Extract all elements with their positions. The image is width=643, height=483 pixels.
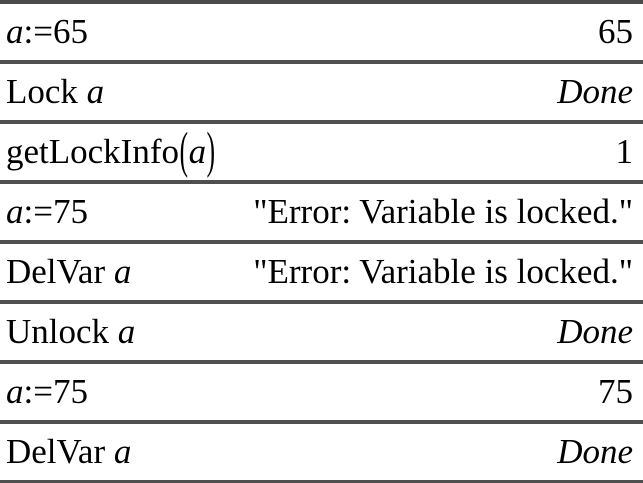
command-name: DelVar: [6, 252, 114, 291]
variable-name: a: [188, 132, 207, 171]
entry-result: Done: [557, 72, 633, 111]
function-name: getLockInfo: [6, 132, 179, 171]
history-entry[interactable]: DelVar a "Error: Variable is locked.": [0, 244, 643, 304]
variable-name: a: [113, 252, 132, 291]
command-name: DelVar: [6, 432, 114, 471]
variable-name: a: [6, 192, 24, 231]
variable-name: a: [6, 372, 24, 411]
assignment-expression: :=75: [23, 372, 88, 411]
open-paren: (: [179, 122, 189, 179]
history-entry[interactable]: a:=75 "Error: Variable is locked.": [0, 184, 643, 244]
history-entry[interactable]: getLockInfo(a) 1: [0, 122, 643, 184]
variable-name: a: [113, 432, 132, 471]
command-name: Lock: [6, 72, 87, 111]
command-name: Unlock: [6, 312, 118, 351]
entry-input: DelVar a: [6, 252, 131, 292]
entry-input: a:=65: [6, 12, 88, 52]
history-entry[interactable]: a:=65 65: [0, 4, 643, 64]
entry-result: Done: [557, 432, 633, 471]
entry-input: Unlock a: [6, 312, 135, 352]
entry-result: Done: [557, 312, 633, 351]
history-entry[interactable]: DelVar a Done: [0, 424, 643, 483]
entry-input: a:=75: [6, 192, 88, 232]
close-paren: ): [206, 122, 216, 179]
entry-input: DelVar a: [6, 432, 131, 472]
entry-result-error: "Error: Variable is locked.": [253, 192, 633, 231]
variable-name: a: [86, 72, 105, 111]
history-entry[interactable]: Lock a Done: [0, 64, 643, 124]
entry-result: 75: [598, 372, 633, 411]
history-entry[interactable]: a:=75 75: [0, 364, 643, 424]
entry-input: Lock a: [6, 72, 104, 112]
history-entry[interactable]: Unlock a Done: [0, 304, 643, 364]
variable-name: a: [6, 12, 24, 51]
variable-name: a: [117, 312, 136, 351]
assignment-expression: :=75: [23, 192, 88, 231]
assignment-expression: :=65: [23, 12, 88, 51]
entry-input: a:=75: [6, 372, 88, 412]
entry-result-error: "Error: Variable is locked.": [253, 252, 633, 291]
entry-input: getLockInfo(a): [6, 122, 216, 179]
entry-result: 1: [615, 132, 634, 171]
entry-result: 65: [598, 12, 633, 51]
